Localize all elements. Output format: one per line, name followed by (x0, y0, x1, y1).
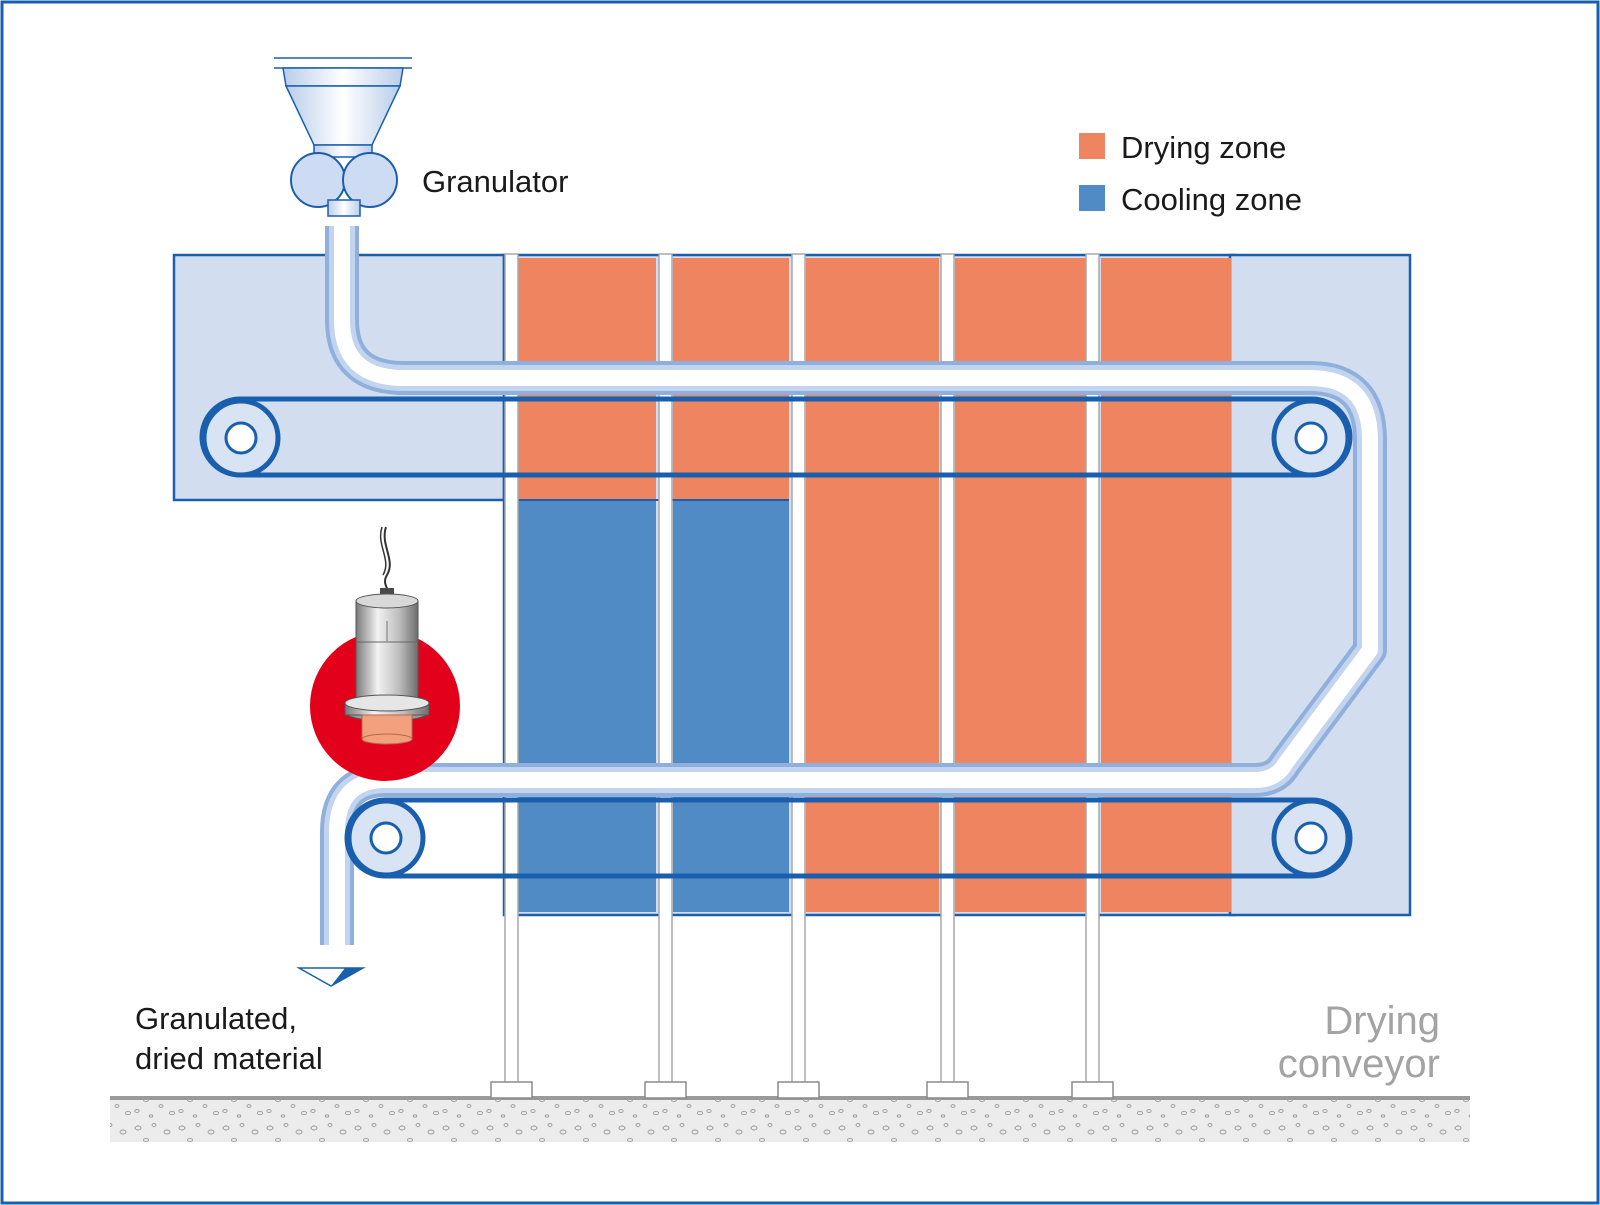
support-post (1071, 253, 1114, 1099)
output-label-line1: Granulated, (135, 1001, 297, 1036)
legend-label-cooling-zone: Cooling zone (1121, 182, 1302, 217)
cooling-zone-1 (518, 500, 656, 912)
cooling-zone-2 (673, 500, 789, 912)
support-post (777, 253, 820, 1099)
lower-conveyor-belt (344, 797, 1353, 879)
support-post (490, 253, 533, 1099)
support-posts (490, 253, 1114, 1099)
support-post (926, 253, 969, 1099)
cooling-zones (518, 499, 789, 912)
conveyor-label-line1: Drying (1324, 999, 1440, 1043)
legend-swatch-cooling-zone (1079, 185, 1105, 211)
drying-zone-4 (955, 258, 1086, 912)
granulator-icon (274, 57, 412, 217)
drying-zone-5 (1101, 258, 1231, 912)
upper-conveyor-belt (199, 396, 1353, 478)
belt-roller (201, 398, 281, 478)
level-sensor-icon (310, 526, 460, 781)
belt-roller (1271, 798, 1351, 878)
material-flow-path (320, 226, 1387, 945)
belt-roller (1271, 398, 1351, 478)
support-post (644, 253, 687, 1099)
conveyor-label-line2: conveyor (1278, 1042, 1440, 1086)
drying-zone-3 (806, 258, 939, 912)
legend: Drying zone Cooling zone (1079, 130, 1302, 217)
ground (110, 1096, 1470, 1142)
belt-roller (346, 798, 426, 878)
output-label-line2: dried material (135, 1041, 323, 1076)
legend-label-drying-zone: Drying zone (1121, 130, 1286, 165)
legend-swatch-drying-zone (1079, 133, 1105, 159)
granulator-label: Granulator (422, 164, 568, 199)
output-arrow-icon (296, 967, 366, 987)
